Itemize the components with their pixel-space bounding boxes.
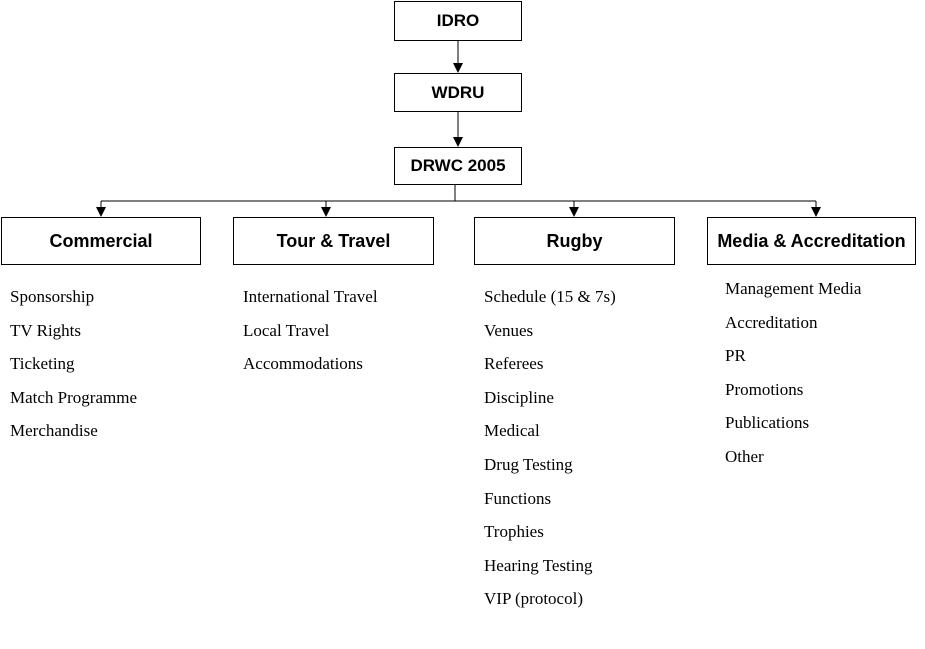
drwc-2005-box: DRWC 2005 <box>394 147 522 185</box>
list-item: Sponsorship <box>10 287 95 306</box>
list-item: Accommodations <box>243 354 363 374</box>
drwc-2005-label: DRWC 2005 <box>410 156 506 175</box>
list-item: International Travel <box>243 287 378 306</box>
list-item: Match Programme <box>10 387 137 407</box>
tour-travel-items: International Travel Local Travel Accomm… <box>243 287 378 388</box>
list-item: Functions <box>484 488 552 508</box>
list-item: Discipline <box>484 387 554 407</box>
list-item: Management Media <box>725 279 862 298</box>
idro-box: IDRO <box>394 1 522 41</box>
list-item: Publications <box>725 413 810 433</box>
media-accreditation-items: Management Media Accreditation PR Promot… <box>725 279 861 481</box>
rugby-box: Rugby <box>474 217 675 265</box>
list-item: Local Travel <box>243 320 330 340</box>
list-item: Drug Testing <box>484 454 573 474</box>
commercial-items: Sponsorship TV Rights Ticketing Match Pr… <box>10 287 137 455</box>
tour-travel-box: Tour & Travel <box>233 217 434 265</box>
list-item: Promotions <box>725 379 804 399</box>
list-item: Venues <box>484 320 534 340</box>
list-item: Medical <box>484 421 540 441</box>
tour-travel-label: Tour & Travel <box>276 230 391 251</box>
list-item: Ticketing <box>10 354 75 374</box>
commercial-label: Commercial <box>49 230 153 251</box>
commercial-box: Commercial <box>1 217 201 265</box>
rugby-items: Schedule (15 & 7s) Venues Referees Disci… <box>484 287 616 623</box>
list-item: Referees <box>484 354 544 374</box>
wdru-box: WDRU <box>394 73 522 112</box>
list-item: Schedule (15 & 7s) <box>484 287 616 306</box>
list-item: Hearing Testing <box>484 555 593 575</box>
list-item: PR <box>725 346 746 366</box>
media-accreditation-label: Media & Accreditation <box>717 230 906 251</box>
media-accreditation-box: Media & Accreditation <box>707 217 916 265</box>
list-item: Other <box>725 446 764 466</box>
rugby-label: Rugby <box>546 230 603 251</box>
list-item: Trophies <box>484 522 544 542</box>
list-item: TV Rights <box>10 320 82 340</box>
list-item: Merchandise <box>10 421 98 441</box>
wdru-label: WDRU <box>431 82 485 102</box>
idro-label: IDRO <box>436 11 480 30</box>
list-item: VIP (protocol) <box>484 589 583 609</box>
list-item: Accreditation <box>725 312 818 332</box>
